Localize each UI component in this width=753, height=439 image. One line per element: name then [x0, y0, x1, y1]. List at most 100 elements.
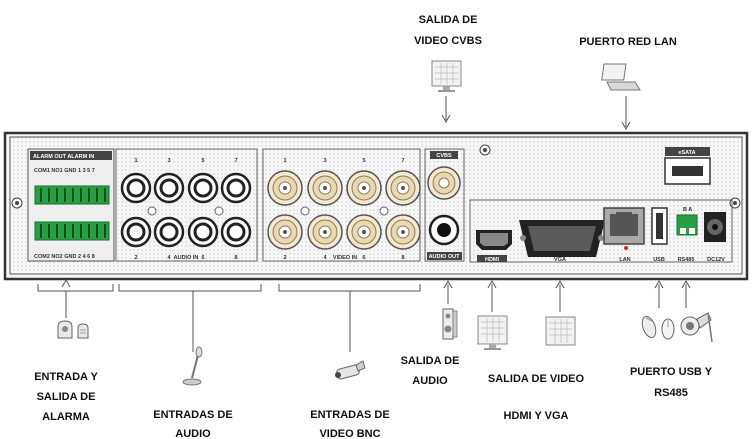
alarm-label-line2: SALIDA DE [37, 391, 96, 403]
audio-in-num-6: 6 [201, 255, 204, 261]
bnc-connector[interactable] [307, 170, 343, 206]
bnc-connector[interactable] [267, 170, 303, 206]
io-ports-block: HDMI VGA LAN USB B A RS485 [469, 147, 733, 263]
alarm-top-pins: COM1 NO1 GND 1 3 5 7 [34, 168, 95, 174]
audio-in-num-1: 1 [134, 158, 137, 164]
esata-panel-label: eSATA [678, 150, 695, 156]
audio-in-jack[interactable] [153, 172, 185, 204]
rs485-terminal[interactable]: B A [676, 207, 698, 236]
monitor-icon [431, 60, 462, 92]
audio-out-jack[interactable] [428, 214, 460, 246]
audio-out-label-line2: AUDIO [412, 375, 448, 387]
usb-label-line1: PUERTO USB Y [630, 366, 713, 378]
audio-in-num-2: 2 [134, 255, 137, 261]
usb-label-line2: RS485 [654, 387, 688, 399]
audio-in-label-line1: ENTRADAS DE [153, 409, 232, 421]
bnc-connector[interactable] [385, 170, 421, 206]
bnc-connector[interactable] [346, 170, 382, 206]
callout-audio-out: SALIDA DE AUDIO [401, 355, 460, 387]
video-in-num-1: 1 [283, 158, 286, 164]
alarm-bottom-pins: COM2 NO2 GND 2 4 6 8 [34, 254, 95, 260]
cvbs-panel-label: CVBS [436, 153, 452, 159]
audio-in-panel-label: AUDIO IN [174, 255, 199, 261]
arrow-vga [555, 279, 565, 312]
hdmi-panel-label: HDMI [485, 257, 500, 263]
rs485-pins: B A [683, 207, 692, 213]
video-in-num-4: 4 [323, 255, 327, 261]
monitor-icon [545, 316, 576, 346]
arrow-cvbs [441, 96, 451, 124]
video-in-num-5: 5 [362, 158, 365, 164]
hdmi-vga-label-line2: HDMI Y VGA [504, 410, 569, 422]
usb-panel-label: USB [653, 257, 665, 263]
vga-panel-label: VGA [554, 257, 566, 263]
audio-out-panel-label: AUDIO OUT [429, 254, 461, 260]
lan-port[interactable] [603, 207, 645, 250]
callout-audio-in: ENTRADAS DE AUDIO [153, 409, 232, 439]
audio-in-jack[interactable] [120, 172, 152, 204]
hdmi-vga-label-line1: SALIDA DE VIDEO [488, 373, 585, 385]
arrow-audio-out [443, 279, 453, 304]
audio-in-jack[interactable] [153, 216, 185, 248]
arrow-rs485 [681, 279, 691, 308]
callout-cvbs-output: SALIDA DE VIDEO CVBS [414, 14, 482, 47]
audio-in-num-3: 3 [167, 158, 170, 164]
video-in-panel-label: VIDEO IN [333, 255, 357, 261]
arrow-lan [621, 96, 631, 131]
hdmi-port[interactable] [476, 230, 512, 250]
video-in-block: 1 3 5 7 2 4 6 8 VIDEO IN [262, 148, 421, 262]
microphone-icon [182, 346, 203, 386]
bracket-audio-in [118, 284, 262, 352]
audio-in-block: 1 3 5 7 2 4 6 8 AUDIO IN [115, 148, 258, 262]
callout-video-bnc: ENTRADAS DE VIDEO BNC [310, 409, 389, 439]
bracket-video-in [278, 284, 421, 352]
alarm-terminal-block: ALARM OUT ALARM IN COM1 NO1 GND 1 3 5 7 … [27, 148, 115, 262]
video-in-num-7: 7 [401, 158, 404, 164]
video-bnc-label-line2: VIDEO BNC [319, 428, 380, 439]
bnc-connector[interactable] [346, 214, 382, 250]
audio-in-num-5: 5 [201, 158, 204, 164]
bnc-connector[interactable] [267, 214, 303, 250]
audio-out-label-line1: SALIDA DE [401, 355, 460, 367]
video-in-num-2: 2 [283, 255, 286, 261]
bnc-connector[interactable] [307, 214, 343, 250]
video-in-num-8: 8 [401, 255, 404, 261]
cvbs-bnc-connector[interactable] [427, 166, 461, 200]
dome-camera-icon [680, 312, 713, 343]
alarm-label-line1: ENTRADA Y [34, 371, 98, 383]
audio-in-num-8: 8 [234, 255, 237, 261]
rs485-panel-label: RS485 [678, 257, 695, 263]
lan-callout-label: PUERTO RED LAN [579, 36, 677, 48]
alarm-sensor-icon [57, 320, 89, 339]
callout-usb-rs485: PUERTO USB Y RS485 [630, 366, 713, 399]
monitor-icon [477, 315, 508, 350]
audio-in-jack[interactable] [120, 216, 152, 248]
dc-panel-label: DC12V [707, 257, 725, 263]
esata-port[interactable]: eSATA [664, 147, 711, 185]
audio-in-jack[interactable] [187, 172, 219, 204]
bracket-alarm [37, 278, 114, 318]
audio-in-jack[interactable] [187, 216, 219, 248]
usb-port[interactable] [651, 207, 668, 245]
audio-in-jack[interactable] [220, 172, 252, 204]
video-bnc-label-line1: ENTRADAS DE [310, 409, 389, 421]
callout-alarm: ENTRADA Y SALIDA DE ALARMA [34, 371, 98, 423]
speaker-icon [442, 308, 458, 340]
video-in-num-3: 3 [323, 158, 326, 164]
audio-in-label-line2: AUDIO [175, 428, 211, 439]
vga-port[interactable] [519, 220, 605, 257]
camera-icon [335, 360, 366, 380]
laptop-icon [601, 63, 641, 91]
alarm-header-label: ALARM OUT ALARM IN [33, 154, 94, 160]
lan-panel-label: LAN [619, 257, 630, 263]
usb-mouse-icon [641, 315, 675, 340]
callout-hdmi-vga: SALIDA DE VIDEO HDMI Y VGA [488, 373, 585, 422]
audio-in-num-7: 7 [234, 158, 237, 164]
alarm-label-line3: ALARMA [42, 411, 90, 423]
bnc-connector[interactable] [385, 214, 421, 250]
cvbs-label-line1: SALIDA DE [419, 14, 478, 26]
dc-power-jack[interactable] [704, 212, 726, 242]
audio-in-jack[interactable] [220, 216, 252, 248]
audio-in-num-4: 4 [167, 255, 171, 261]
